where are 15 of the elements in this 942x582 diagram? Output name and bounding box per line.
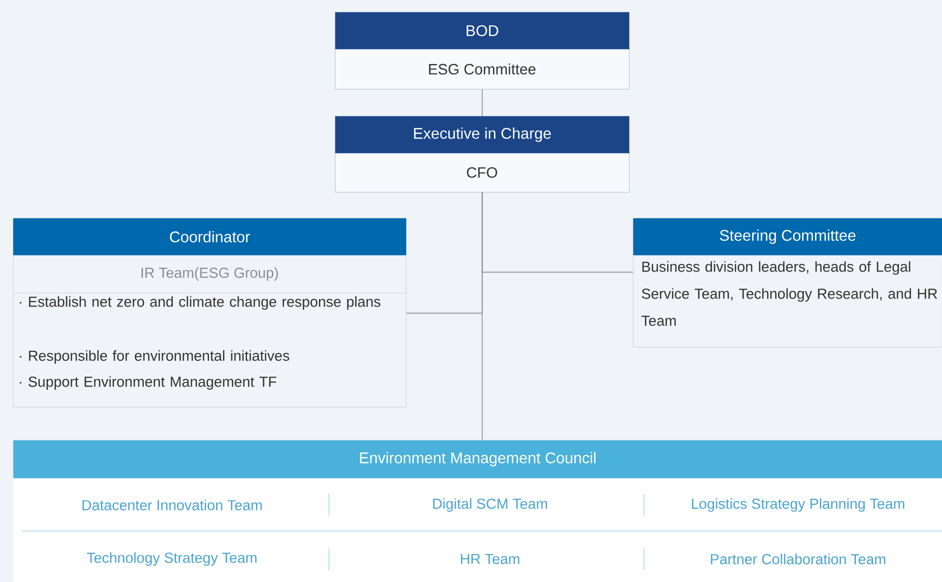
bullet-item: · Support Environment Management TF xyxy=(20,376,276,390)
body-text: Business division leaders, heads of Legal Service Team, Technology Research, and HR Team xyxy=(642,261,938,326)
team-name: HR Team xyxy=(460,554,520,564)
bullet-item: · Establish net zero and climate change response plans xyxy=(20,296,380,310)
connector-line xyxy=(482,89,483,116)
body-text: ESG Committee xyxy=(429,64,536,74)
team-name: Digital SCM Team xyxy=(433,498,548,512)
body-text: CFO xyxy=(466,167,498,178)
bullet-item: · Responsible for environmental initiatives xyxy=(20,350,290,364)
subtitle-text: IR Team(ESG Group) xyxy=(142,267,278,281)
connector-line xyxy=(482,192,483,440)
team-name: Logistics Strategy Planning Team xyxy=(692,498,904,512)
team-name: Technology Strategy Team xyxy=(86,552,256,566)
team-name: Datacenter Innovation Team xyxy=(82,500,262,510)
team-name: Partner Collaboration Team xyxy=(710,554,886,564)
